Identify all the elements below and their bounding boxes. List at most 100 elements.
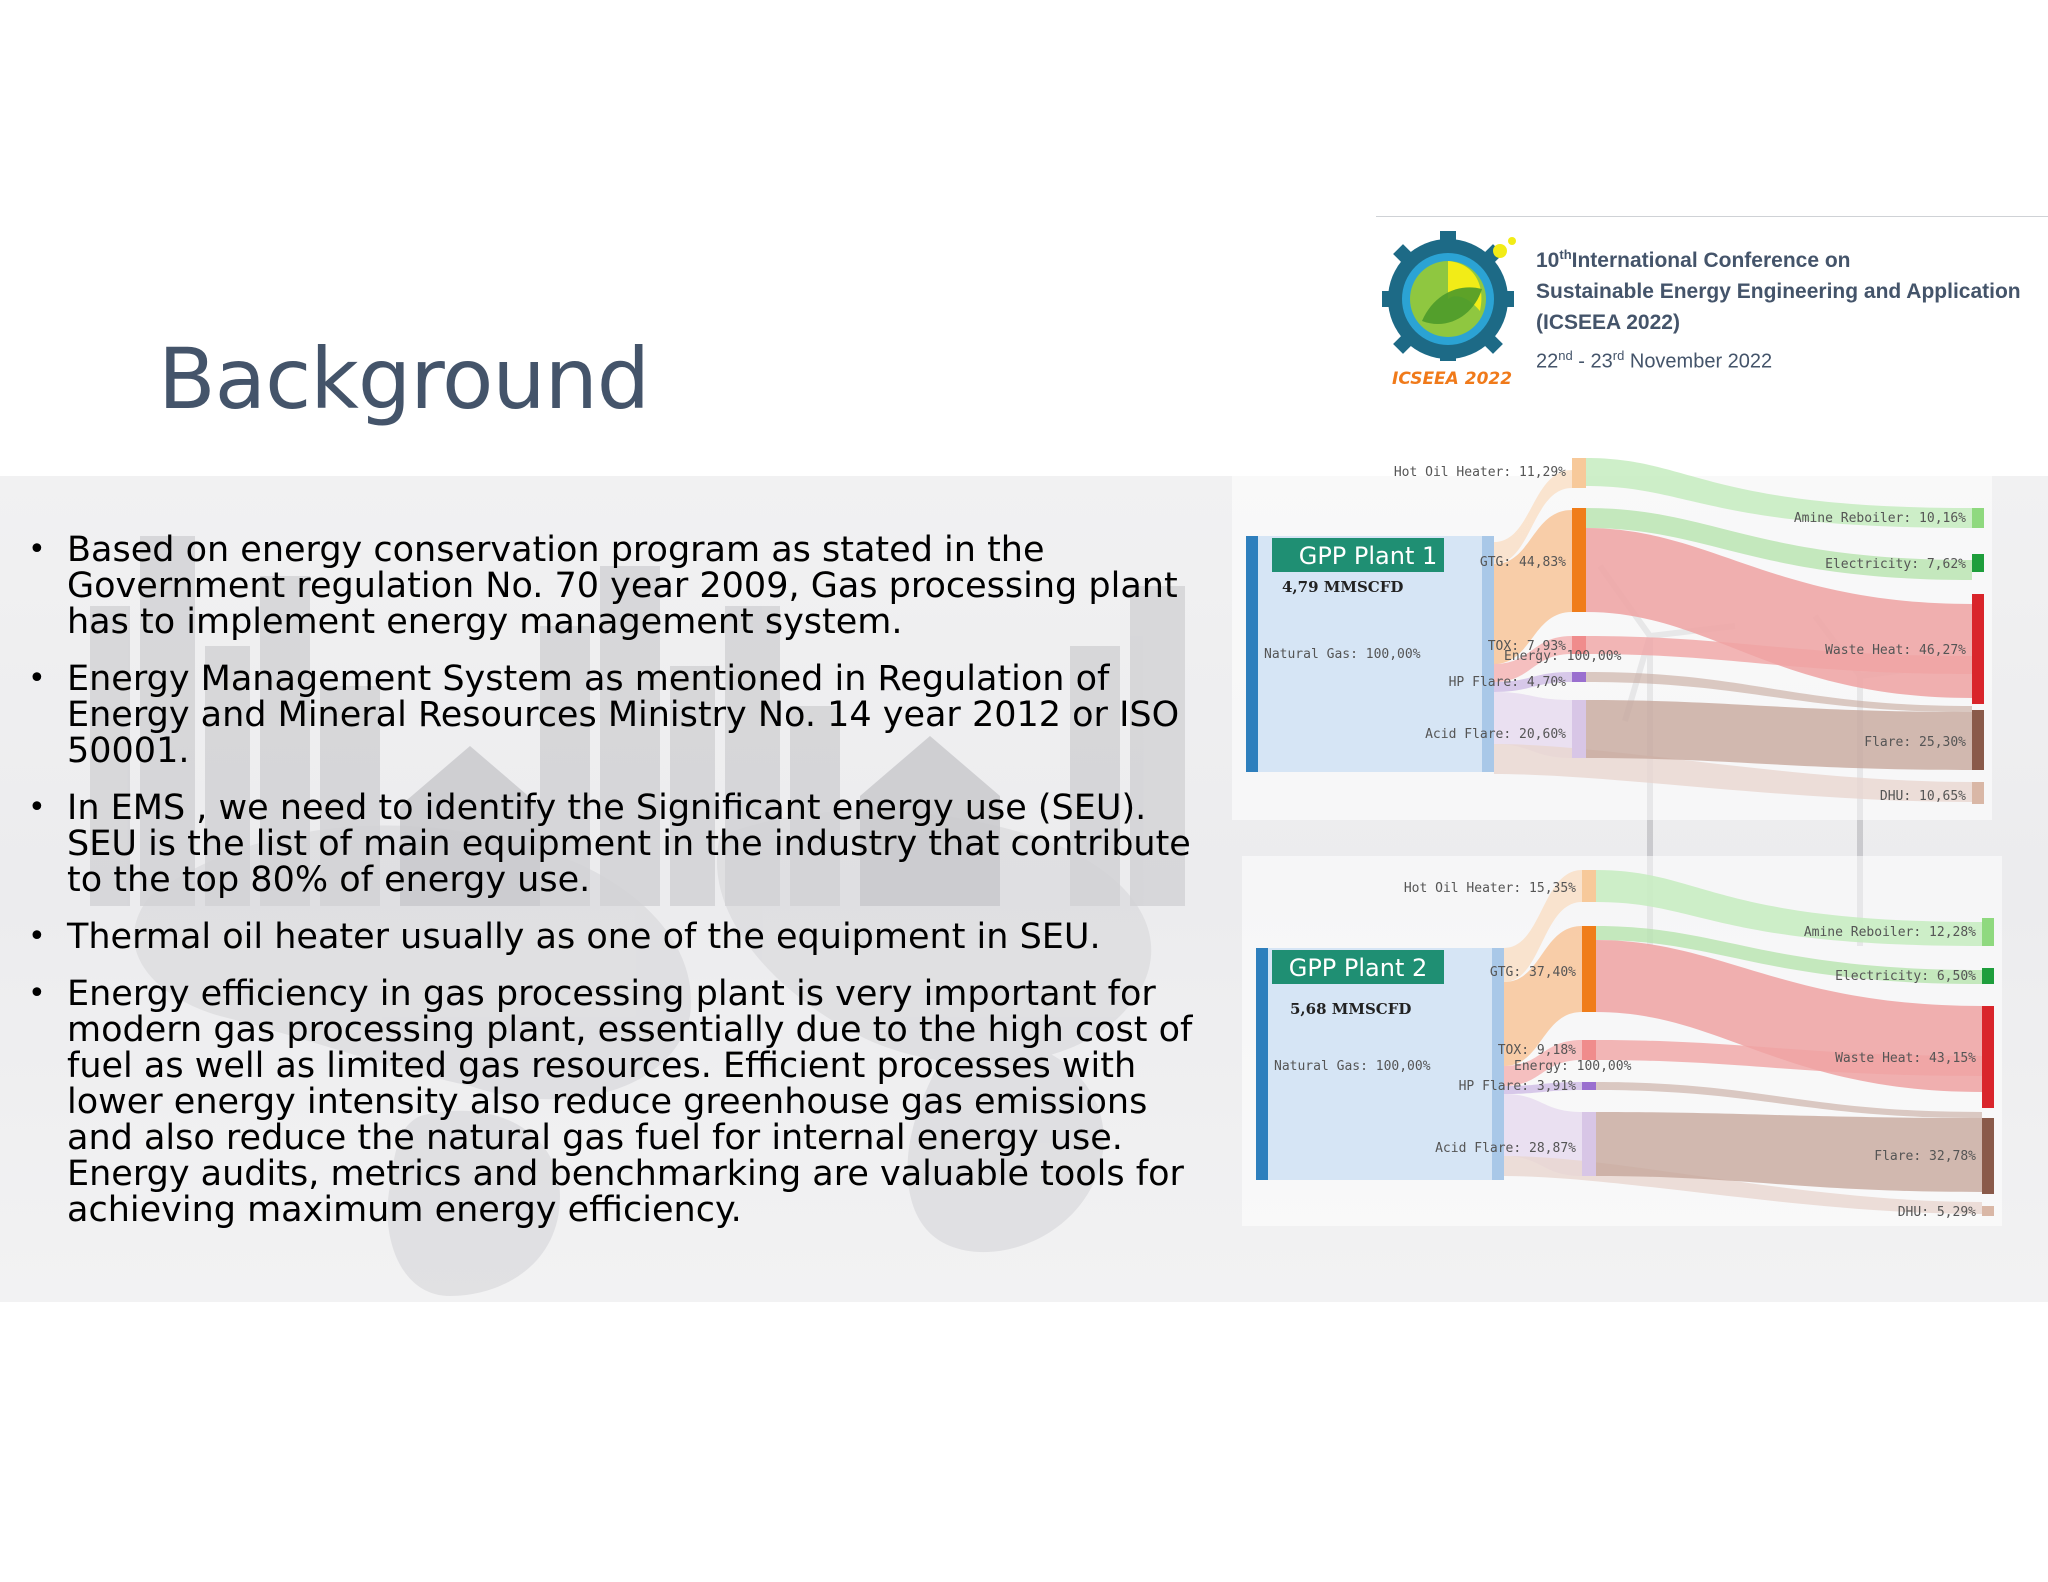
link-energy-gtg (1504, 926, 1582, 1066)
link-hot-oil-amine (1586, 458, 1972, 528)
node-gtg (1582, 926, 1596, 1012)
link-energy-dhu (1494, 744, 1972, 802)
label-hot-oil: Hot Oil Heater: 15,35% (1404, 881, 1576, 896)
label-electricity: Electricity: 6,50% (1835, 969, 1976, 984)
node-acid-flare (1582, 1112, 1596, 1176)
node-flare (1972, 710, 1984, 770)
label-waste-heat: Waste Heat: 46,27% (1825, 643, 1966, 658)
link-gtg-electricity (1586, 508, 1972, 580)
node-natural-gas-flow (1258, 536, 1482, 772)
node-hp-flare (1572, 672, 1586, 682)
conference-date: 22nd - 23rd November 2022 (1536, 348, 1773, 373)
plant-label: GPP Plant 2 (1289, 954, 1428, 982)
node-dhu (1982, 1206, 1994, 1216)
bullet-glyph: • (28, 790, 46, 825)
node-hp-flare (1582, 1082, 1596, 1090)
node-gtg (1572, 508, 1586, 612)
link-acid-flare-flare (1586, 700, 1972, 770)
label-tox: TOX: 7,93% (1488, 639, 1566, 654)
label-gtg: GTG: 37,40% (1490, 965, 1576, 980)
link-energy-hot-oil (1504, 870, 1582, 982)
node-dhu (1972, 782, 1984, 804)
page-title: Background (158, 330, 650, 428)
energy-label: Energy: 100,00% (1514, 1059, 1632, 1074)
energy-label: Energy: 100,00% (1504, 649, 1622, 664)
link-gtg-electricity (1596, 926, 1982, 984)
conference-line-2: Sustainable Energy Engineering and Appli… (1536, 280, 2021, 303)
label-acid-flare: Acid Flare: 28,87% (1435, 1141, 1576, 1156)
label-amine-reboiler: Amine Reboiler: 10,16% (1794, 511, 1966, 526)
label-amine-reboiler: Amine Reboiler: 12,28% (1804, 925, 1976, 940)
conference-line-3: (ICSEEA 2022) (1536, 311, 1680, 334)
link-energy-gtg (1494, 510, 1572, 664)
bullet-item: •Thermal oil heater usually as one of th… (28, 917, 1101, 957)
link-hot-oil-amine (1596, 870, 1982, 946)
plant-label-box (1272, 950, 1444, 984)
logo-text: ICSEEA 2022 (1392, 369, 1513, 389)
bullet-item: •In EMS , we need to identify the Signif… (28, 788, 1191, 900)
node-amine-reboiler (1972, 508, 1984, 528)
link-energy-acid-flare (1494, 692, 1572, 758)
label-acid-flare: Acid Flare: 20,60% (1425, 727, 1566, 742)
bullet-glyph: • (28, 976, 46, 1011)
link-energy-hot-oil (1494, 470, 1572, 564)
conference-info: 10thInternational Conference on Sustaina… (1536, 239, 2048, 374)
bullet-item: •Based on energy conservation program as… (28, 530, 1178, 642)
link-energy-hp-flare (1494, 672, 1572, 692)
link-energy-tox (1494, 636, 1572, 682)
node-tox (1582, 1040, 1596, 1060)
label-dhu: DHU: 5,29% (1898, 1205, 1976, 1220)
label-waste-heat: Waste Heat: 43,15% (1835, 1051, 1976, 1066)
label-dhu: DHU: 10,65% (1880, 789, 1966, 804)
link-tox-waste-heat (1596, 1040, 1982, 1076)
node-hot-oil (1572, 458, 1586, 488)
icseea-gear-leaf-logo (1382, 231, 1516, 361)
node-waste-heat (1982, 1006, 1994, 1108)
node-energy (1482, 536, 1494, 772)
node-natural-gas-flow (1268, 948, 1492, 1180)
node-amine-reboiler (1982, 918, 1994, 946)
bullet-glyph: • (28, 532, 46, 567)
bullet-glyph: • (28, 919, 46, 954)
label-hp-flare: HP Flare: 4,70% (1449, 675, 1567, 690)
label-hp-flare: HP Flare: 3,91% (1459, 1079, 1577, 1094)
bullet-list: •Based on energy conservation program as… (28, 532, 1198, 1249)
node-hot-oil (1582, 870, 1596, 902)
source-label: Natural Gas: 100,00% (1274, 1059, 1431, 1074)
plant-label-box (1272, 538, 1444, 572)
link-hp-flare-flare (1596, 1082, 1982, 1118)
link-gtg-waste-heat (1596, 940, 1982, 1092)
sankey-panel-plant-1: GPP Plant 1 4,79 MMSCFD Natural Gas: 100… (1232, 444, 1992, 820)
node-waste-heat (1972, 594, 1984, 704)
bullet-item: •Energy efficiency in gas processing pla… (28, 974, 1193, 1230)
plant-label: GPP Plant 1 (1299, 542, 1438, 570)
label-gtg: GTG: 44,83% (1480, 555, 1566, 570)
node-natural-gas (1256, 948, 1268, 1180)
node-tox (1572, 636, 1586, 654)
bullet-glyph: • (28, 661, 46, 696)
link-energy-tox (1504, 1040, 1582, 1086)
node-energy (1492, 948, 1504, 1180)
node-flare (1982, 1118, 1994, 1194)
link-hp-flare-flare (1586, 672, 1972, 712)
label-flare: Flare: 25,30% (1864, 735, 1966, 750)
sankey-diagram-plant-1: GPP Plant 1 4,79 MMSCFD Natural Gas: 100… (1246, 458, 1984, 804)
flow-rate: 4,79 MMSCFD (1282, 578, 1403, 596)
node-electricity (1982, 968, 1994, 984)
conference-header: ICSEEA 2022 10thInternational Conference… (1376, 216, 2048, 389)
link-tox-waste-heat (1586, 636, 1972, 674)
label-flare: Flare: 32,78% (1874, 1149, 1976, 1164)
sankey-panel-plant-2: GPP Plant 2 5,68 MMSCFD Natural Gas: 100… (1242, 856, 2002, 1226)
link-acid-flare-flare (1596, 1112, 1982, 1192)
node-electricity (1972, 554, 1984, 572)
node-acid-flare (1572, 700, 1586, 758)
label-tox: TOX: 9,18% (1498, 1043, 1576, 1058)
sankey-diagram-plant-2: GPP Plant 2 5,68 MMSCFD Natural Gas: 100… (1256, 870, 1994, 1220)
link-energy-acid-flare (1504, 1094, 1582, 1176)
link-energy-hp-flare (1504, 1082, 1582, 1094)
label-electricity: Electricity: 7,62% (1825, 557, 1966, 572)
conference-line-1: 10thInternational Conference on (1536, 247, 1851, 272)
city-world-backdrop (90, 536, 1936, 1296)
label-hot-oil: Hot Oil Heater: 11,29% (1394, 465, 1566, 480)
